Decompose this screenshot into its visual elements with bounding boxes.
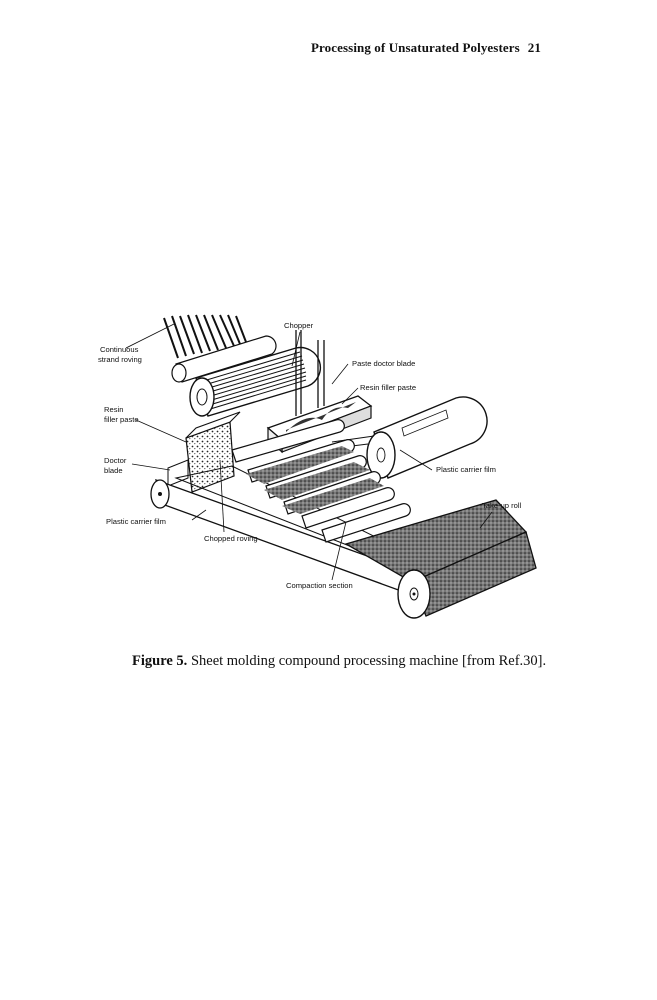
chopper-feed-tubes	[295, 330, 325, 416]
leader-lines	[125, 323, 493, 581]
figure-number: Figure 5.	[132, 653, 188, 669]
label-continuous-line1: Continuous	[100, 345, 139, 354]
carrier-film-roll	[331, 396, 488, 479]
label-doctor-line2: blade	[104, 466, 123, 475]
chopper-cylinder	[189, 346, 322, 417]
label-plastic-carrier-film-left: Plastic carrier film	[106, 517, 166, 526]
label-resin-line1: Resin	[104, 405, 123, 414]
label-take-up-roll: Take-up roll	[482, 501, 522, 510]
smc-machine-figure: Continuous strand roving Chopper Paste d…	[96, 300, 556, 630]
label-chopped-roving: Chopped roving	[204, 534, 258, 543]
running-title: Processing of Unsaturated Polyesters	[310, 40, 520, 55]
label-continuous-line2: strand roving	[98, 355, 142, 364]
label-resin-filler-paste-top: Resin filler paste	[360, 383, 416, 392]
label-doctor-line1: Doctor	[104, 456, 127, 465]
figure-caption: Figure 5. Sheet molding compound process…	[132, 653, 572, 670]
label-resin-line2: filler paste	[104, 415, 139, 424]
roving-strands	[163, 314, 247, 359]
label-compaction-section: Compaction section	[286, 581, 353, 590]
take-up-section	[344, 499, 537, 619]
compaction-rollers	[231, 419, 411, 543]
running-head: Processing of Unsaturated Polyesters 21	[311, 40, 541, 56]
label-plastic-carrier-film-right: Plastic carrier film	[436, 465, 496, 474]
paste-box-left	[167, 411, 241, 493]
smc-machine-drawing: Continuous strand roving Chopper Paste d…	[98, 314, 537, 619]
guide-rollers	[171, 335, 277, 383]
label-paste-doctor-blade: Paste doctor blade	[352, 359, 415, 368]
label-chopper: Chopper	[284, 321, 314, 330]
caption-text: Sheet molding compound processing machin…	[190, 653, 547, 669]
page-number: 21	[527, 40, 541, 55]
